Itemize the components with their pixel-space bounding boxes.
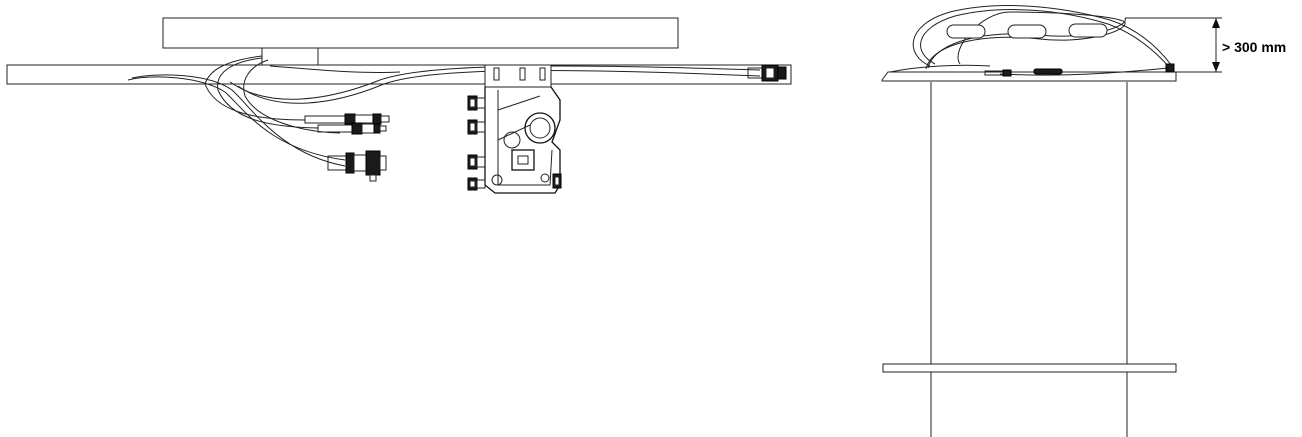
right-side-view: > 300 mm (881, 5, 1286, 437)
junction-box (261, 47, 319, 66)
top-mounting-plate (881, 71, 1177, 82)
lower-rail (6, 64, 792, 85)
lower-crossbar (882, 363, 1177, 373)
dc-connector-upper (304, 113, 390, 125)
dc-cables (127, 55, 761, 167)
ac-connector (327, 150, 387, 182)
dc-connector-lower (317, 122, 387, 135)
side-connectors (984, 63, 1175, 77)
rail-end-connector (747, 64, 787, 82)
upper-rail (162, 17, 679, 49)
cable-clips (946, 23, 1108, 39)
microinverter (467, 64, 562, 194)
clearance-dimension: > 300 mm (1125, 17, 1286, 73)
left-top-view (6, 17, 792, 194)
coiled-cable (889, 5, 1173, 76)
clearance-label: > 300 mm (1222, 39, 1286, 55)
